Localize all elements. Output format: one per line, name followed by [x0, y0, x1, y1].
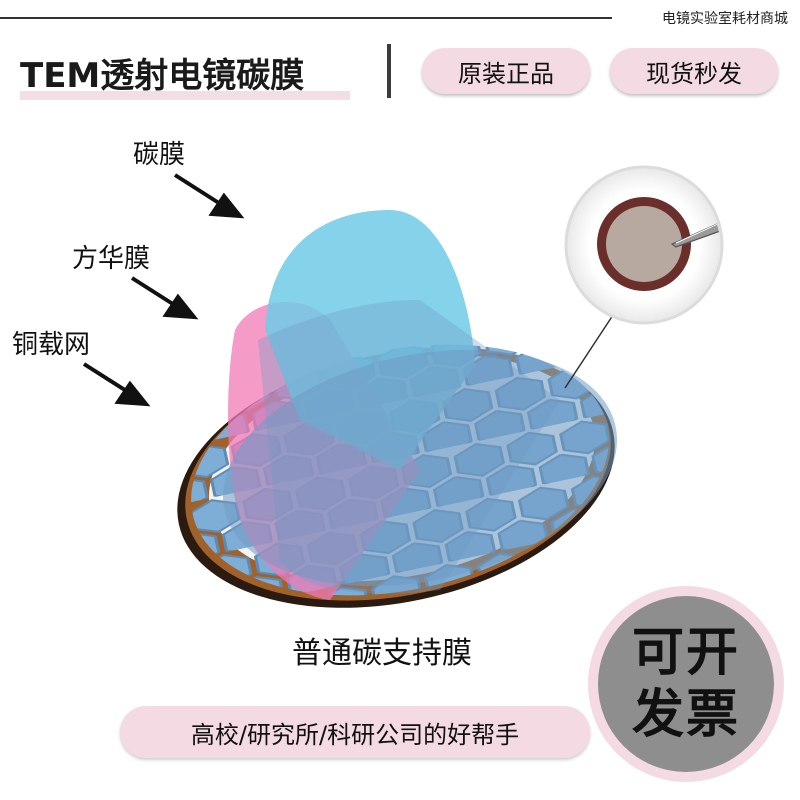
page-title: TEM透射电镜碳膜 — [20, 56, 305, 96]
slogan-pill: 高校/研究所/科研公司的好帮手 — [120, 706, 590, 758]
invoice-line-1: 可开 — [631, 623, 740, 683]
label-carbon-film: 碳膜 — [133, 140, 186, 170]
badge-genuine: 原装正品 — [422, 48, 590, 94]
store-name: 电镜实验室耗材商城 — [662, 11, 788, 27]
coated-disk — [222, 349, 618, 587]
title-highlight — [20, 91, 350, 100]
arrow-formvar — [130, 276, 199, 320]
diagram-caption: 普通碳支持膜 — [292, 636, 472, 671]
label-copper-grid: 铜载网 — [12, 330, 91, 360]
invoice-badge: 可开 发票 — [598, 596, 774, 772]
arrow-carbon — [173, 173, 245, 219]
badge-in-stock: 现货秒发 — [610, 48, 778, 94]
title-divider — [387, 44, 391, 98]
arrow-copper — [82, 362, 151, 407]
label-formvar-film: 方华膜 — [72, 244, 151, 274]
header-rule — [0, 17, 612, 19]
invoice-line-2: 发票 — [631, 685, 740, 745]
